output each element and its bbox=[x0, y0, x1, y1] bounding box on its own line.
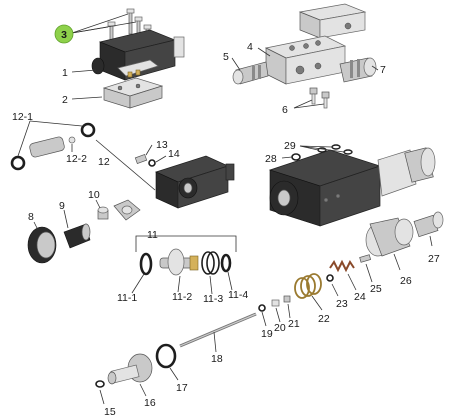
label-14[interactable]: 14 bbox=[168, 148, 180, 160]
part-cover-plate bbox=[113, 199, 141, 221]
label-11-4[interactable]: 11-4 bbox=[228, 289, 248, 301]
part-7-right-solenoid bbox=[339, 57, 377, 83]
label-8[interactable]: 8 bbox=[28, 211, 34, 223]
label-11-2[interactable]: 11-2 bbox=[172, 291, 192, 303]
label-27[interactable]: 27 bbox=[428, 253, 440, 265]
part-20-washer bbox=[271, 299, 280, 307]
part-11-4-ring bbox=[220, 253, 232, 273]
label-6[interactable]: 6 bbox=[282, 104, 288, 116]
part-26-sleeve bbox=[365, 217, 414, 257]
part-13-plug bbox=[134, 154, 148, 164]
label-24[interactable]: 24 bbox=[354, 291, 366, 303]
label-11-3[interactable]: 11-3 bbox=[203, 293, 223, 305]
label-20[interactable]: 20 bbox=[274, 322, 286, 334]
part-11-1-seal bbox=[139, 252, 153, 276]
label-26[interactable]: 26 bbox=[400, 275, 412, 287]
part-15-washer bbox=[95, 380, 105, 388]
part-4-manifold-block bbox=[264, 35, 347, 85]
part-12-1-spool bbox=[10, 122, 96, 171]
label-11[interactable]: 11 bbox=[147, 229, 158, 241]
part-8-coupling-ring bbox=[27, 226, 57, 264]
part-11-3-spring bbox=[201, 251, 220, 275]
label-28[interactable]: 28 bbox=[265, 153, 277, 165]
part-6-bolts bbox=[309, 87, 330, 109]
part-22-spring bbox=[294, 273, 322, 299]
part-24-spring bbox=[329, 259, 355, 273]
part-1-solenoid-valve bbox=[91, 29, 185, 81]
part-16-gland bbox=[107, 353, 153, 385]
label-12-1[interactable]: 12-1 bbox=[12, 111, 33, 123]
label-16[interactable]: 16 bbox=[144, 397, 156, 409]
label-12[interactable]: 12 bbox=[98, 156, 110, 168]
part-10-fitting bbox=[97, 206, 109, 220]
label-5[interactable]: 5 bbox=[223, 51, 229, 63]
part-23-washer bbox=[326, 274, 334, 282]
label-11-1[interactable]: 11-1 bbox=[117, 292, 137, 304]
label-1[interactable]: 1 bbox=[62, 67, 68, 79]
part-17-ring bbox=[155, 343, 177, 369]
part-27-sleeve bbox=[413, 211, 444, 238]
bracket-11 bbox=[135, 235, 237, 252]
part-19-oring bbox=[258, 304, 266, 312]
part-25-pin bbox=[359, 254, 372, 263]
label-10[interactable]: 10 bbox=[88, 189, 100, 201]
label-23[interactable]: 23 bbox=[336, 298, 348, 310]
label-29[interactable]: 29 bbox=[284, 140, 296, 152]
top-block bbox=[298, 3, 367, 39]
label-25[interactable]: 25 bbox=[370, 283, 382, 295]
label-9[interactable]: 9 bbox=[59, 200, 65, 212]
highlight-badge[interactable] bbox=[54, 24, 74, 44]
part-5-left-solenoid bbox=[232, 61, 269, 85]
label-22[interactable]: 22 bbox=[318, 313, 330, 325]
label-4[interactable]: 4 bbox=[247, 41, 253, 53]
part-28-oring bbox=[291, 153, 301, 161]
label-13[interactable]: 13 bbox=[156, 139, 168, 151]
label-17[interactable]: 17 bbox=[176, 382, 188, 394]
label-2[interactable]: 2 bbox=[62, 94, 68, 106]
part-12-valve-body bbox=[155, 155, 235, 209]
label-12-2[interactable]: 12-2 bbox=[66, 153, 87, 165]
main-valve-assembly bbox=[268, 147, 436, 227]
part-18-rod bbox=[179, 312, 257, 348]
label-18[interactable]: 18 bbox=[211, 353, 223, 365]
label-15[interactable]: 15 bbox=[104, 406, 116, 418]
label-3[interactable]: 3 bbox=[61, 29, 67, 41]
part-14-oring bbox=[148, 159, 156, 167]
part-9-cap bbox=[63, 223, 91, 249]
label-21[interactable]: 21 bbox=[288, 318, 300, 330]
part-21-pin bbox=[283, 295, 291, 303]
part-11-2-piston bbox=[159, 248, 199, 276]
part-2-base-plate bbox=[102, 77, 164, 109]
label-7[interactable]: 7 bbox=[380, 64, 386, 76]
label-19[interactable]: 19 bbox=[261, 328, 273, 340]
